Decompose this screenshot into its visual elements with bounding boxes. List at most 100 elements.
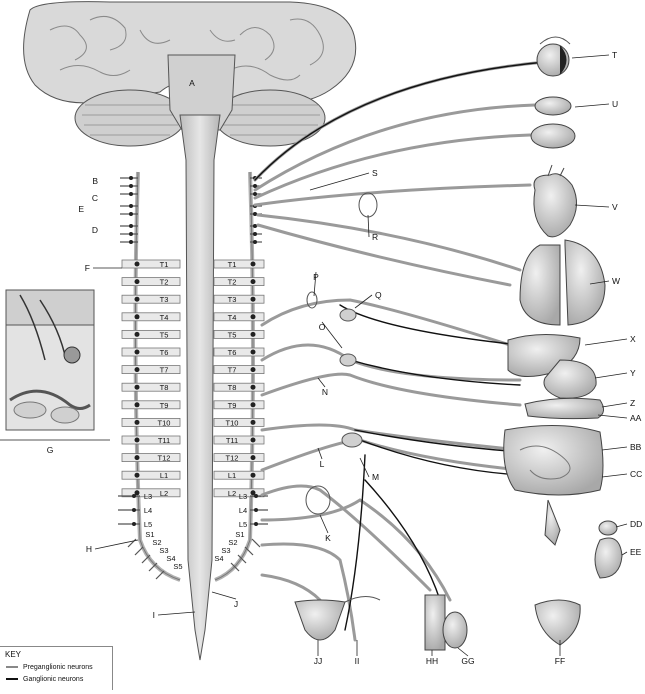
svg-text:E: E [78, 204, 84, 214]
label-g: G [47, 445, 54, 455]
seg-label-right-t3: T3 [228, 295, 237, 304]
label-l: L [317, 447, 325, 469]
seg-label-left-s3: S3 [159, 546, 168, 555]
organ-uterus [294, 596, 381, 641]
svg-text:DD: DD [630, 519, 642, 529]
label-z: Z [601, 398, 635, 408]
segment-row-t4 [121, 312, 265, 322]
seg-label-left-t1: T1 [160, 260, 169, 269]
seg-label-left-s4: S4 [166, 554, 175, 563]
seg-label-left-s2: S2 [152, 538, 161, 547]
organ-intestines [503, 425, 604, 546]
seg-label-right-t7: T7 [228, 366, 237, 375]
seg-label-left-l5: L5 [144, 520, 152, 529]
seg-label-right-t1: T1 [228, 260, 237, 269]
seg-label-left-t10: T10 [158, 418, 171, 427]
segment-row-t6 [121, 347, 265, 357]
label-b: B [92, 176, 98, 186]
seg-label-right-t12: T12 [226, 454, 239, 463]
label-w: W [589, 276, 620, 286]
left-sympathetic-chain [133, 171, 181, 582]
organ-glands [530, 96, 576, 149]
svg-text:I: I [153, 610, 155, 620]
label-q: Q [354, 290, 382, 309]
seg-label-left-s1: S1 [145, 530, 154, 539]
svg-text:O: O [319, 322, 326, 332]
label-v: V [574, 202, 618, 212]
seg-label-left-t8: T8 [160, 383, 169, 392]
seg-label-left-t12: T12 [158, 454, 171, 463]
key-row-preganglionic: Preganglionic neurons [6, 664, 93, 671]
label-bb: BB [601, 442, 642, 452]
seg-label-right-t9: T9 [228, 401, 237, 410]
letter-labels: TUSVRWABCDEFGHIJKLMNOPQXYZAABBCCDDEEFFGG… [47, 50, 643, 666]
seg-label-right-t10: T10 [226, 418, 239, 427]
segment-row-l4 [118, 508, 268, 512]
segment-row-t5 [121, 329, 265, 339]
segment-row-t9 [121, 400, 265, 410]
label-d: D [92, 225, 98, 235]
seg-label-right-l1: L1 [228, 471, 236, 480]
svg-text:BB: BB [630, 442, 642, 452]
label-k: K [319, 514, 331, 543]
seg-label-left-t4: T4 [160, 313, 169, 322]
preganglionic-label: Preganglionic neurons [23, 664, 93, 671]
key-title: KEY [5, 650, 22, 659]
label-h: H [86, 539, 139, 554]
cervical-ramus [120, 224, 262, 228]
label-a: A [189, 78, 195, 88]
key-legend: KEY Preganglionic neurons Ganglionic neu… [0, 646, 113, 690]
seg-label-right-t8: T8 [228, 383, 237, 392]
segment-row-t1 [121, 259, 265, 269]
svg-text:J: J [234, 599, 238, 609]
seg-label-left-l2: L2 [160, 489, 168, 498]
segment-row-t10 [121, 417, 265, 427]
svg-text:Q: Q [375, 290, 382, 300]
svg-text:EE: EE [630, 547, 642, 557]
cervical-ramus [120, 192, 262, 196]
svg-text:CC: CC [630, 469, 642, 479]
label-ee: EE [621, 547, 642, 557]
segment-row-l1 [121, 470, 265, 480]
label-i: I [153, 610, 196, 620]
organ-lungs [519, 239, 606, 326]
seg-label-left-l4: L4 [144, 506, 152, 515]
seg-label-right-s4: S4 [214, 554, 223, 563]
segment-row-t2 [121, 277, 265, 287]
segment-row-t11 [121, 435, 265, 445]
seg-label-right-t5: T5 [228, 330, 237, 339]
seg-label-right-l5: L5 [239, 520, 247, 529]
svg-text:M: M [372, 472, 379, 482]
organ-bladder [534, 599, 581, 646]
svg-text:W: W [612, 276, 620, 286]
label-t: T [571, 50, 617, 60]
svg-text:L: L [320, 459, 325, 469]
seg-label-left-l1: L1 [160, 471, 168, 480]
seg-label-right-t6: T6 [228, 348, 237, 357]
segment-row-l5 [118, 522, 268, 526]
seg-label-left-s5: S5 [173, 562, 182, 571]
svg-text:T: T [612, 50, 617, 60]
cervical-ramus [120, 184, 262, 188]
svg-text:AA: AA [630, 413, 642, 423]
label-s: S [309, 168, 378, 191]
label-j: J [211, 591, 238, 609]
right-sympathetic-chain [214, 171, 255, 582]
organ-kidney [594, 520, 623, 579]
organ-heart [533, 164, 577, 238]
seg-label-right-t2: T2 [228, 278, 237, 287]
svg-text:H: H [86, 544, 92, 554]
organ-pancreas [524, 397, 604, 420]
label-o: O [319, 321, 343, 349]
spinal-cord [179, 114, 221, 661]
seg-label-right-s2: S2 [228, 538, 237, 547]
cervical-ramus [120, 212, 262, 216]
label-dd: DD [615, 519, 642, 529]
label-p: P [313, 271, 319, 297]
segment-row-t3 [121, 294, 265, 304]
svg-text:FF: FF [555, 656, 565, 666]
segment-row-t7 [121, 365, 265, 375]
svg-text:B: B [92, 176, 98, 186]
